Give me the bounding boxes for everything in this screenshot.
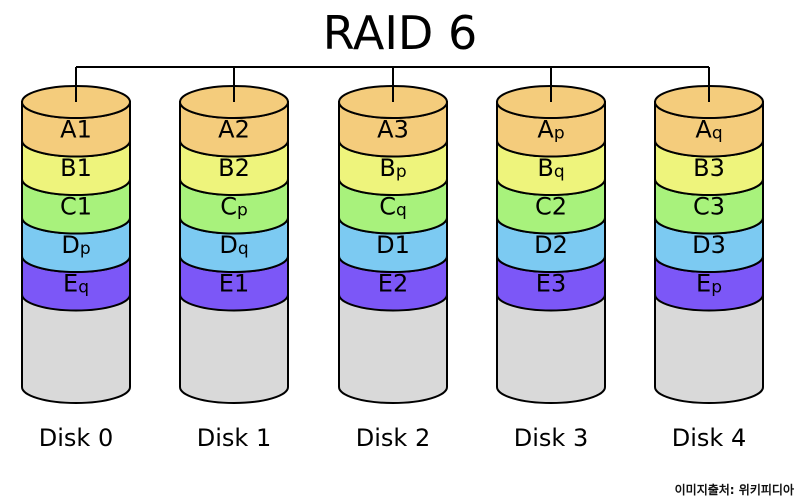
block-label: Cq	[379, 192, 407, 220]
block-label: E1	[219, 269, 249, 297]
disk-label: Disk 3	[514, 424, 588, 452]
block-label: Aq	[695, 115, 722, 143]
diagram-title: RAID 6	[322, 6, 478, 60]
block-label: C1	[60, 192, 92, 220]
block-label: B1	[60, 154, 92, 182]
disk-label: Disk 2	[356, 424, 430, 452]
block-label: D2	[534, 231, 568, 259]
block-label: A3	[377, 115, 409, 143]
disk-label: Disk 1	[197, 424, 271, 452]
block-label: D1	[376, 231, 410, 259]
block-label: Dq	[219, 231, 248, 259]
block-label: Eq	[63, 269, 89, 297]
block-label: Dp	[61, 231, 90, 259]
block-label: A1	[60, 115, 92, 143]
block-label: Cp	[220, 192, 248, 220]
block-label: D3	[692, 231, 726, 259]
block-label: Bq	[537, 154, 564, 182]
disk-label: Disk 4	[672, 424, 746, 452]
block-label: E2	[378, 269, 408, 297]
block-label: B2	[218, 154, 250, 182]
block-label: B3	[693, 154, 725, 182]
image-credit: 이미지출처: 위키피디아	[674, 483, 794, 497]
block-label: C3	[693, 192, 725, 220]
disk-label: Disk 0	[39, 424, 113, 452]
block-label: Ap	[537, 115, 564, 143]
block-label: E3	[536, 269, 566, 297]
block-label: C2	[535, 192, 567, 220]
block-label: Ep	[696, 269, 722, 297]
block-label: A2	[218, 115, 250, 143]
block-label: Bp	[379, 154, 406, 182]
